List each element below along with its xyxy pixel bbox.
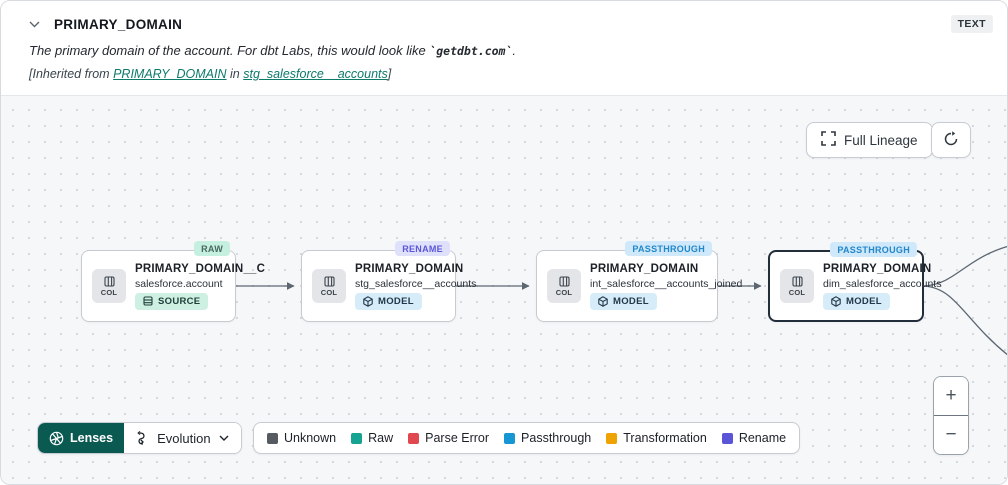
node-evolution-tag: PASSTHROUGH: [830, 242, 917, 257]
node-title: PRIMARY_DOMAIN: [355, 262, 464, 275]
resource-badge: MODEL: [823, 292, 890, 310]
route-icon: [137, 430, 145, 445]
refresh-button[interactable]: [931, 122, 971, 158]
inherited-column-link[interactable]: PRIMARY_DOMAIN: [113, 67, 227, 81]
node-evolution-tag: RAW: [194, 241, 230, 256]
column-badge: COL: [780, 269, 814, 303]
chevron-down-icon: [219, 435, 229, 441]
resource-badge: MODEL: [355, 292, 422, 310]
model-icon: [598, 295, 608, 307]
model-icon: [831, 295, 841, 307]
resource-badge: MODEL: [590, 292, 657, 310]
inline-code: `getdbt.com`: [429, 44, 513, 58]
legend-item: Parse Error: [408, 431, 489, 445]
full-lineage-button[interactable]: Full Lineage: [806, 122, 933, 158]
node-title: PRIMARY_DOMAIN__C: [135, 262, 266, 275]
node-title: PRIMARY_DOMAIN: [823, 262, 932, 275]
inherited-model-link[interactable]: stg_salesforce__accounts: [243, 67, 388, 81]
evolution-legend: Unknown Raw Parse Error Passthrough Tran…: [253, 422, 801, 454]
node-subtitle: dim_salesforce_accounts: [823, 277, 942, 290]
lineage-edges: [236, 245, 1007, 356]
zoom-controls: + −: [933, 376, 969, 455]
legend-label: Raw: [368, 431, 394, 445]
lineage-node-staging[interactable]: RENAME COL PRIMARY_DOMAIN stg_salesforce…: [301, 241, 476, 322]
legend-swatch: [504, 432, 516, 444]
legend-item: Rename: [721, 431, 787, 445]
columns-icon: [103, 275, 115, 287]
legend-label: Passthrough: [521, 431, 592, 445]
column-description: The primary domain of the account. For d…: [29, 43, 517, 58]
node-subtitle: salesforce.account: [135, 277, 223, 290]
refresh-icon: [943, 130, 959, 150]
zoom-divider: [934, 415, 968, 416]
aperture-icon: [49, 431, 64, 445]
legend-label: Parse Error: [425, 431, 490, 445]
lens-dropdown[interactable]: Evolution: [124, 423, 241, 453]
column-type-badge: TEXT: [950, 15, 993, 33]
legend-item: Raw: [351, 431, 393, 445]
zoom-out-button[interactable]: −: [934, 416, 968, 454]
lineage-node-source[interactable]: RAW COL PRIMARY_DOMAIN__C salesforce.acc…: [81, 241, 265, 322]
lenses-button[interactable]: Lenses: [38, 423, 125, 453]
resource-badge: SOURCE: [135, 292, 209, 310]
lineage-canvas[interactable]: Full Lineage RAW COL PRIMARY_DOMAIN__C s…: [1, 96, 1007, 484]
lineage-node-intermediate[interactable]: PASSTHROUGH COL PRIMARY_DOMAIN int_sales…: [536, 241, 742, 322]
column-badge: COL: [312, 269, 346, 303]
model-icon: [363, 295, 373, 307]
collapse-chevron-icon[interactable]: [29, 21, 40, 28]
columns-icon: [323, 275, 335, 287]
legend-swatch: [267, 432, 278, 444]
column-badge: COL: [92, 269, 126, 303]
node-subtitle: int_salesforce__accounts_joined: [590, 277, 743, 290]
legend-swatch: [721, 432, 733, 444]
column-badge: COL: [547, 269, 581, 303]
node-subtitle: stg_salesforce__accounts: [355, 277, 477, 290]
columns-icon: [558, 275, 570, 287]
column-title: PRIMARY_DOMAIN: [54, 16, 183, 32]
legend-label: Unknown: [284, 431, 337, 445]
columns-icon: [791, 275, 803, 287]
node-title: PRIMARY_DOMAIN: [590, 262, 699, 275]
expand-icon: [821, 131, 836, 149]
legend-item: Unknown: [267, 431, 336, 445]
legend-item: Transformation: [606, 431, 707, 445]
zoom-in-button[interactable]: +: [934, 377, 968, 415]
lineage-node-dim-selected[interactable]: PASSTHROUGH COL PRIMARY_DOMAIN dim_sales…: [768, 242, 941, 322]
legend-swatch: [408, 432, 420, 444]
legend-swatch: [606, 432, 618, 444]
lens-controls: Lenses Evolution: [37, 422, 242, 454]
source-icon: [143, 296, 153, 306]
column-header: PRIMARY_DOMAIN TEXT The primary domain o…: [1, 1, 1007, 96]
node-evolution-tag: PASSTHROUGH: [625, 241, 712, 256]
node-evolution-tag: RENAME: [395, 241, 450, 256]
legend-swatch: [351, 432, 363, 444]
legend-label: Rename: [738, 431, 787, 445]
legend-label: Transformation: [623, 431, 707, 445]
inherited-note: [Inherited from PRIMARY_DOMAIN in stg_sa…: [29, 67, 392, 81]
legend-item: Passthrough: [504, 431, 591, 445]
